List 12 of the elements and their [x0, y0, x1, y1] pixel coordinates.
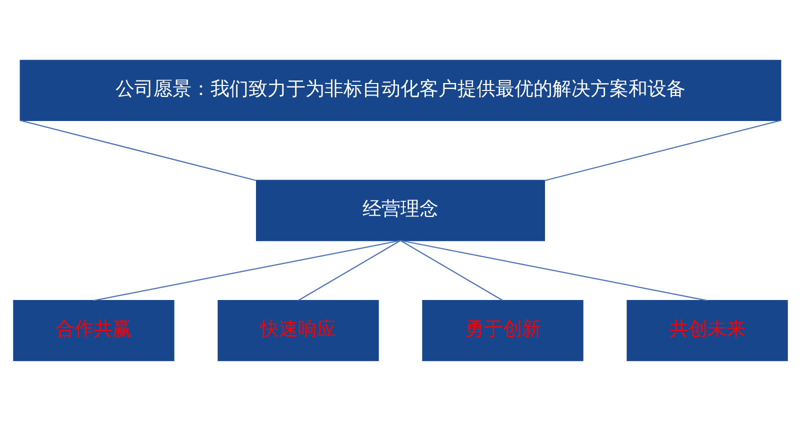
- connector: [400, 240, 707, 302]
- node-box: 合作共赢: [12, 300, 174, 362]
- node-box: 快速响应: [217, 300, 378, 362]
- connector: [544, 120, 780, 182]
- connector: [20, 120, 256, 182]
- connector: [93, 240, 400, 302]
- connector: [400, 240, 503, 301]
- node-box: 勇于创新: [422, 300, 583, 362]
- connector: [297, 240, 400, 301]
- node-box: 经营理念: [256, 180, 544, 242]
- node-box: 公司愿景：我们致力于为非标自动化客户提供最优的解决方案和设备: [19, 60, 781, 122]
- node-box: 共创未来: [626, 300, 788, 362]
